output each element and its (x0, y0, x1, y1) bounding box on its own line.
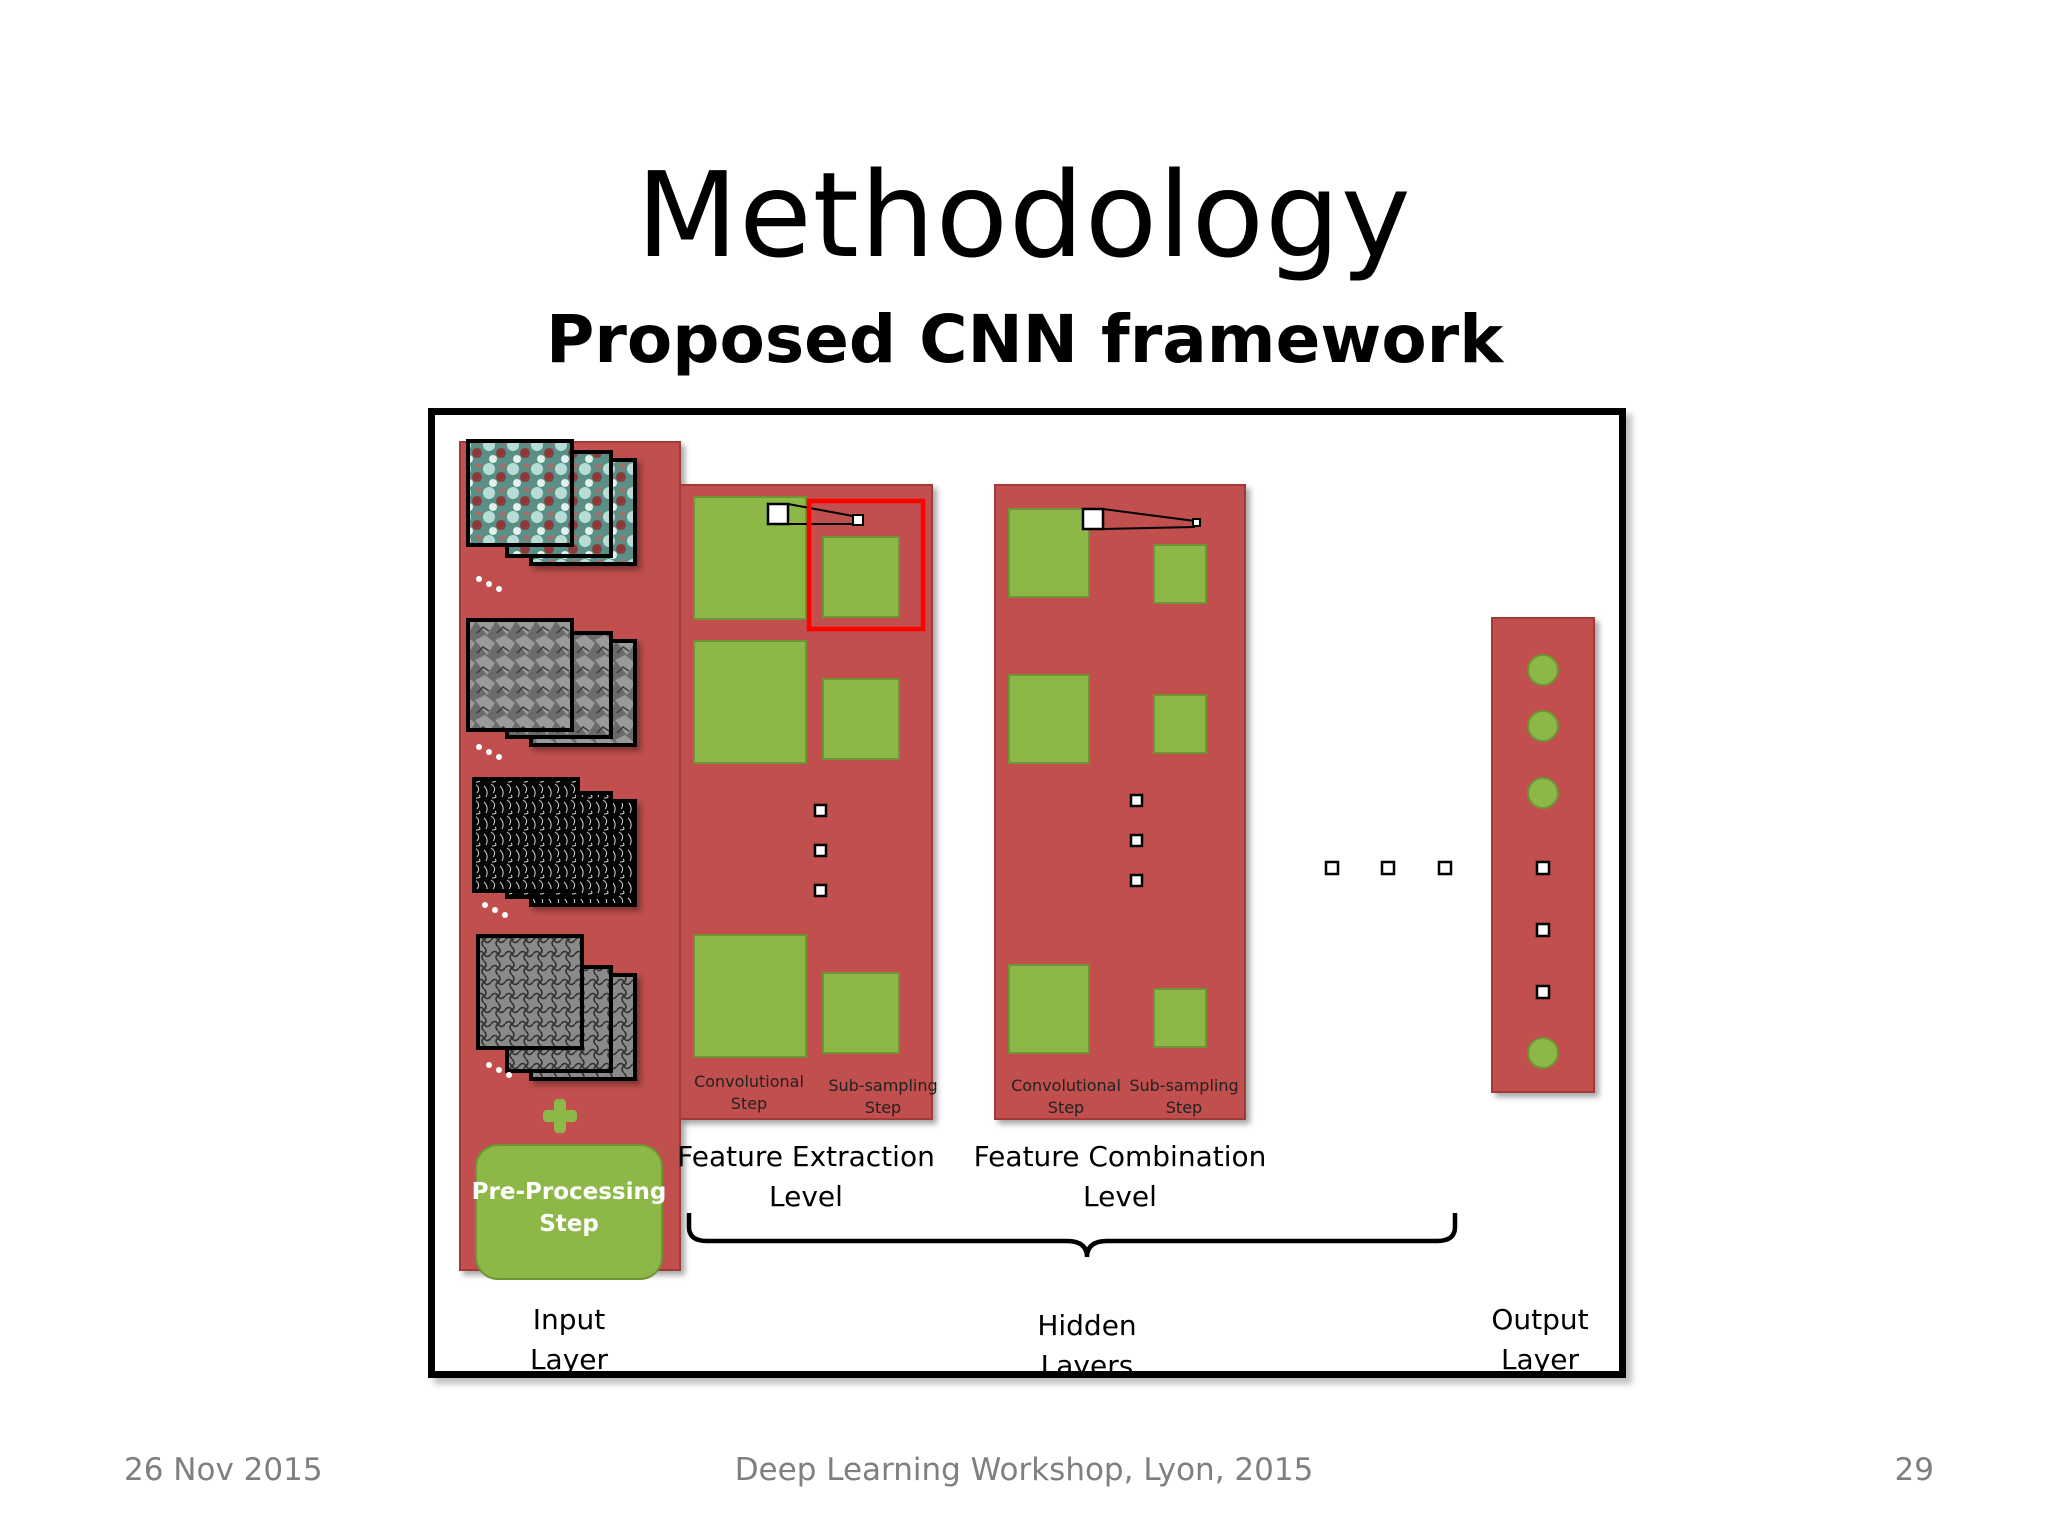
input-image-stack (466, 618, 637, 760)
plus-icon (543, 1099, 577, 1133)
conv-step-label: Convolutional (1011, 1076, 1121, 1095)
footer-date: 26 Nov 2015 (124, 1452, 323, 1488)
ellipsis-squares (1324, 860, 1453, 876)
preprocessing-label-line2: Step (539, 1211, 599, 1237)
input-layer-label-line2: Layer (530, 1343, 609, 1371)
hidden-layers-brace (686, 1213, 1458, 1258)
slide-title: Methodology (636, 146, 1412, 284)
hidden-layers-label-line2: Layers (1041, 1349, 1134, 1371)
preprocessing-step-box: Pre-Processing Step (472, 1144, 667, 1280)
output-layer-panel (1491, 617, 1595, 1093)
subsampling-step-label-line2: Step (1166, 1098, 1202, 1117)
output-layer-label-line2: Layer (1501, 1343, 1580, 1371)
feature-combination-panel: Convolutional Step Sub-sampling Step (994, 484, 1246, 1120)
output-layer-label-line1: Output (1491, 1303, 1588, 1336)
feature-combination-label-line1: Feature Combination (974, 1140, 1267, 1173)
conv-step-label-line2: Step (1048, 1098, 1084, 1117)
highlight-box (806, 498, 926, 632)
feature-extraction-label-line2: Level (769, 1180, 843, 1213)
input-layer-panel: Pre-Processing Step (459, 439, 681, 1280)
conv-step-label-line2: Step (731, 1094, 767, 1113)
input-image-stack (472, 777, 637, 918)
input-image-stack (476, 934, 637, 1081)
feature-extraction-label-line1: Feature Extraction (677, 1140, 935, 1173)
page-number: 29 (1894, 1452, 1934, 1488)
footer-event: Deep Learning Workshop, Lyon, 2015 (734, 1452, 1314, 1488)
input-image-stack (466, 439, 637, 592)
subsampling-step-label: Sub-sampling (828, 1076, 937, 1095)
conv-step-label: Convolutional (694, 1072, 804, 1091)
subsampling-step-label: Sub-sampling (1129, 1076, 1238, 1095)
feature-extraction-panel: Convolutional Step Sub-sampling Step (679, 484, 938, 1120)
input-layer-label-line1: Input (533, 1303, 606, 1336)
cnn-diagram: Pre-Processing Step Input Layer Convolut… (428, 408, 1626, 1378)
slide-subtitle: Proposed CNN framework (546, 301, 1504, 378)
feature-combination-label-line2: Level (1083, 1180, 1157, 1213)
subsampling-step-label-line2: Step (865, 1098, 901, 1117)
hidden-layers-label-line1: Hidden (1037, 1309, 1136, 1342)
preprocessing-label-line1: Pre-Processing (472, 1179, 667, 1205)
